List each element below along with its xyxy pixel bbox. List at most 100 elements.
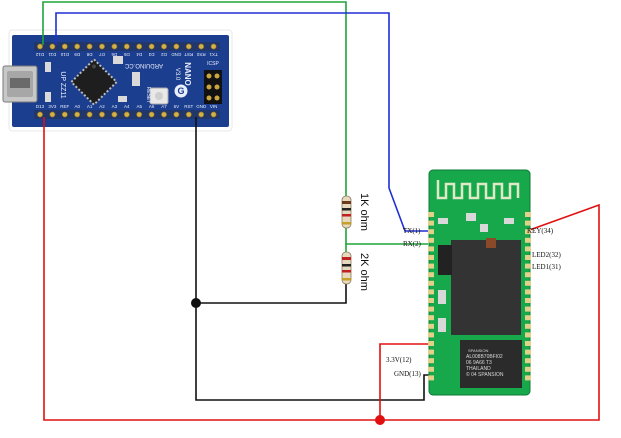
bottom-pin-hole — [74, 111, 81, 118]
arduino-logo-badge — [174, 84, 188, 98]
flash-chip-line-2: 06 9A66 T3 — [466, 360, 492, 366]
bottom-pin-hole — [173, 111, 180, 118]
bt-pad — [525, 349, 531, 355]
bottom-pin-label: A5 — [136, 104, 142, 109]
flash-chip-brand: SPANSION — [468, 348, 488, 353]
flash-chip-line-4: © 04 SPANSION — [466, 371, 504, 378]
bottom-pin-holes — [37, 111, 217, 118]
arduino-pcb — [12, 35, 229, 127]
smd-component — [45, 62, 51, 72]
bottom-pin-hole — [198, 111, 205, 118]
icsp-pin — [206, 95, 212, 101]
bt-pad — [525, 272, 531, 278]
top-pin-hole — [185, 43, 192, 50]
bottom-pin-label: A4 — [124, 104, 130, 109]
bt-pad — [428, 272, 434, 278]
bt-pad — [525, 263, 531, 269]
flash-chip-line-1: AL008B70BFI02 — [466, 354, 503, 360]
resistor-1k-label: 1K ohm — [358, 193, 370, 231]
bt-chip-main — [451, 240, 521, 335]
top-pin-label: D7 — [99, 52, 105, 57]
bt-pad — [525, 289, 531, 295]
red-junction-dot — [375, 415, 385, 425]
blue-wire — [55, 12, 428, 232]
bottom-pin-hole — [148, 111, 155, 118]
resistor-band — [342, 201, 351, 204]
bt-pad — [428, 212, 434, 217]
top-pin-hole — [49, 43, 56, 50]
flash-chip — [460, 340, 522, 388]
bottom-pin-hole — [111, 111, 118, 118]
top-pin-hole — [148, 43, 155, 50]
bottom-pin-hole — [61, 111, 68, 118]
bottom-pin-hole — [185, 111, 192, 118]
bottom-pin-label: A7 — [161, 104, 167, 109]
bt-pad — [525, 237, 531, 243]
silk-icsp-text: ICSP — [207, 61, 219, 67]
bt-pad — [525, 375, 531, 381]
bt-pad — [428, 246, 434, 252]
bottom-pin-hole — [37, 111, 43, 118]
top-pin-label: D12 — [35, 52, 44, 57]
bt-pads — [428, 212, 531, 381]
resistor-1k: 1K ohm — [341, 193, 370, 231]
bt-component — [466, 213, 476, 221]
icsp-pin — [206, 84, 212, 90]
bottom-pin-label: A2 — [99, 104, 105, 109]
bt-pin-led2: LED2(32) — [532, 251, 561, 259]
top-pin-hole — [198, 43, 205, 50]
bottom-pin-label: GND — [196, 104, 207, 109]
bt-pad — [428, 237, 434, 243]
bt-pad — [525, 315, 531, 321]
icsp-header — [204, 70, 222, 104]
bt-pad — [525, 229, 531, 235]
arduino-logo-text: G — [177, 86, 184, 96]
bottom-pin-label: REF — [60, 104, 69, 109]
bt-pad — [525, 341, 531, 346]
bt-pin-key: KEY(34) — [527, 227, 554, 235]
atmega-chip-body — [69, 57, 119, 107]
bt-pad — [428, 349, 434, 355]
top-pin-hole — [173, 43, 180, 50]
top-pin-label: D4 — [136, 52, 142, 57]
bt-pad — [428, 341, 434, 346]
icsp-block — [204, 70, 222, 104]
crystal — [438, 245, 452, 275]
black-junction-dot — [191, 298, 201, 308]
resistor-band — [342, 222, 351, 225]
top-pin-hole — [99, 43, 105, 50]
silk-model-text: NANO — [183, 62, 192, 86]
top-pin-hole — [74, 43, 81, 50]
silk-version-text: V3.0 — [174, 68, 180, 81]
bt-pad — [428, 263, 434, 269]
bottom-pin-label: A1 — [87, 104, 93, 109]
bottom-pin-label: A6 — [149, 104, 155, 109]
black-wire-resistor — [196, 282, 347, 304]
top-pin-hole — [37, 43, 43, 50]
resistor-band — [342, 208, 351, 211]
resistor-band — [342, 264, 351, 267]
bt-pad — [428, 289, 434, 295]
top-pin-hole — [123, 43, 130, 50]
silk-reset-text: RESET — [145, 87, 151, 104]
icsp-pin — [214, 73, 220, 79]
icsp-pin — [206, 73, 212, 79]
bt-pin-led1: LED1(31) — [532, 263, 561, 271]
bottom-pin-label: A0 — [74, 104, 80, 109]
top-pin-label: GND — [171, 52, 182, 57]
resistor-band — [342, 257, 351, 260]
reset-button-cap — [155, 92, 163, 100]
bt-component — [486, 238, 496, 248]
bt-pad — [428, 332, 434, 338]
top-pin-label: D5 — [123, 52, 129, 57]
bt-component — [438, 218, 448, 224]
bt-component — [438, 318, 446, 332]
smd-component — [118, 96, 127, 102]
top-pin-hole — [161, 43, 167, 50]
bt-pad — [428, 366, 434, 372]
bt-pad — [525, 280, 531, 286]
bottom-pin-hole — [136, 111, 143, 118]
